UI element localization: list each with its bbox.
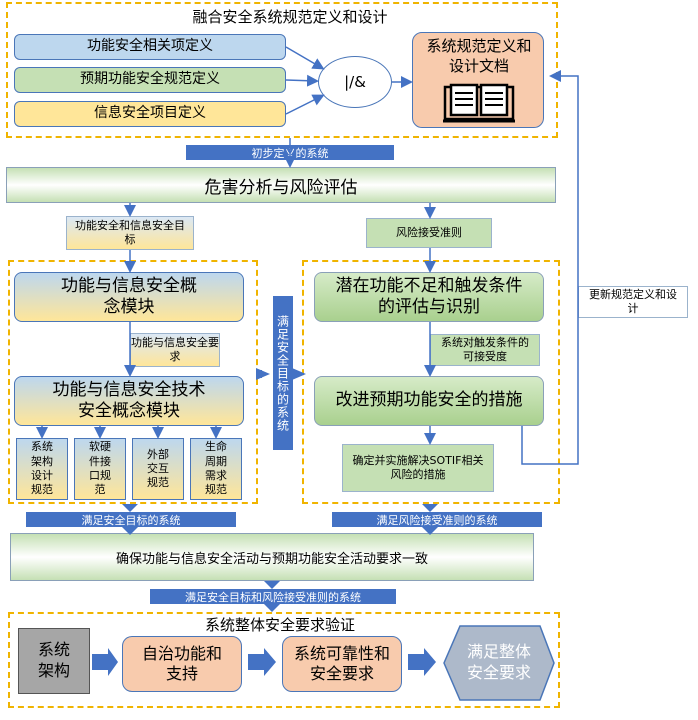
safety-goal-system-bar: 满足安全目标的系统 [26, 512, 236, 527]
lifecycle-requirement-spec: 生命周期需求规范 [190, 438, 242, 500]
reliability-box: 系统可靠性和安全要求 [282, 636, 402, 692]
technical-concept-module: 功能与信息安全技术安全概念模块 [14, 376, 244, 426]
hazard-analysis-box: 危害分析与风险评估 [6, 167, 556, 203]
concept-module: 功能与信息安全概念模块 [14, 272, 244, 322]
consistency-box: 确保功能与信息安全活动与预期功能安全活动要求一致 [10, 533, 534, 581]
functional-safety-item-def: 功能安全相关项定义 [14, 34, 286, 60]
overall-requirement-result: 满足整体安全要求 [466, 642, 531, 682]
verification-group [8, 612, 560, 708]
safety-goal-system-vertical-bar: 满足安全目标的系统 [273, 296, 293, 450]
hw-sw-interface-spec: 软硬件接口规范 [74, 438, 126, 500]
system-arch-spec: 系统架构设计规范 [16, 438, 68, 500]
sotif-measures-label: 确定并实施解决SOTIF相关风险的措施 [342, 444, 494, 492]
design-doc-box: 系统规范定义和设计文档 [412, 32, 544, 128]
safety-goals-label: 功能安全和信息安全目标 [66, 216, 194, 250]
book-icon [443, 83, 515, 123]
safety-requirements-label: 功能与信息安全要求 [130, 333, 220, 367]
sotif-improvement-box: 改进预期功能安全的措施 [314, 376, 544, 426]
external-interaction-spec: 外部交互规范 [132, 438, 184, 500]
trigger-evaluation-box: 潜在功能不足和触发条件的评估与识别 [314, 272, 544, 322]
spec-design-title: 融合安全系统规范定义和设计 [192, 8, 388, 26]
sotif-spec-def: 预期功能安全规范定义 [14, 67, 286, 93]
system-architecture-box: 系统架构 [18, 628, 90, 694]
risk-criteria-system-bar: 满足风险接受准则的系统 [332, 512, 542, 527]
verification-title: 系统整体安全要求验证 [204, 616, 355, 634]
result-hexagon-shape [443, 625, 555, 701]
trigger-acceptability-label: 系统对触发条件的可接受度 [430, 334, 540, 366]
design-doc-label: 系统规范定义和设计文档 [426, 37, 532, 75]
update-spec-label: 更新规范定义和设计 [578, 286, 688, 318]
risk-acceptance-label: 风险接受准则 [366, 218, 492, 248]
autonomy-box: 自治功能和支持 [122, 636, 242, 692]
merge-symbol: |/& [344, 73, 366, 91]
merge-ellipse: |/& [318, 56, 392, 108]
initial-system-bar: 初步定义的系统 [186, 145, 394, 160]
cybersecurity-item-def: 信息安全项目定义 [14, 101, 286, 127]
combined-system-bar: 满足安全目标和风险接受准则的系统 [150, 589, 396, 604]
